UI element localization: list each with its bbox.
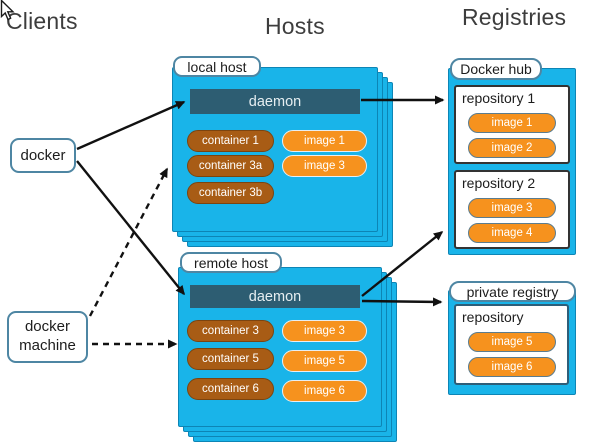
container-pill: container 3 bbox=[187, 320, 274, 342]
hosts-column-header: Hosts bbox=[265, 13, 325, 39]
repository-1-name: repository 1 bbox=[462, 90, 536, 106]
image-pill: image 3 bbox=[282, 320, 367, 342]
repository-1-box: repository 1 image 1 image 2 bbox=[454, 85, 570, 164]
remote-host-label: remote host bbox=[180, 252, 282, 273]
image-pill: image 4 bbox=[468, 223, 556, 243]
clients-column-header: Clients bbox=[6, 8, 78, 34]
image-pill: image 1 bbox=[282, 130, 367, 152]
docker-hub-label: Docker hub bbox=[450, 58, 542, 80]
docker-machine-client-box: docker machine bbox=[7, 311, 88, 363]
repository-2-name: repository 2 bbox=[462, 175, 536, 191]
image-pill: image 3 bbox=[282, 155, 367, 177]
remote-host-group: daemon container 3 container 5 container… bbox=[178, 252, 403, 446]
local-host-group: daemon container 1 container 3a containe… bbox=[172, 56, 397, 251]
remote-daemon-bar: daemon bbox=[190, 285, 360, 308]
container-pill: container 1 bbox=[187, 130, 274, 152]
private-repository-name: repository bbox=[462, 309, 524, 325]
container-pill: container 5 bbox=[187, 348, 274, 370]
image-pill: image 3 bbox=[468, 198, 556, 218]
image-pill: image 6 bbox=[282, 380, 367, 402]
container-pill: container 3a bbox=[187, 155, 274, 177]
image-pill: image 5 bbox=[282, 350, 367, 372]
private-repository-box: repository image 5 image 6 bbox=[454, 304, 569, 385]
image-pill: image 5 bbox=[468, 332, 556, 352]
container-pill: container 6 bbox=[187, 378, 274, 400]
image-pill: image 6 bbox=[468, 357, 556, 377]
arrow-docker-to-local-daemon bbox=[76, 100, 186, 151]
local-daemon-bar: daemon bbox=[190, 89, 360, 114]
local-host-label: local host bbox=[173, 56, 261, 77]
registries-column-header: Registries bbox=[462, 4, 567, 30]
arrow-docker-machine-to-local-host-dashed bbox=[88, 167, 169, 317]
repository-2-box: repository 2 image 3 image 4 bbox=[454, 170, 570, 249]
image-pill: image 1 bbox=[468, 113, 556, 133]
docker-client-box: docker bbox=[10, 138, 76, 173]
private-registry-label: private registry bbox=[449, 281, 576, 302]
image-pill: image 2 bbox=[468, 138, 556, 158]
arrow-docker-to-remote-daemon bbox=[76, 160, 185, 296]
container-pill: container 3b bbox=[187, 182, 274, 204]
